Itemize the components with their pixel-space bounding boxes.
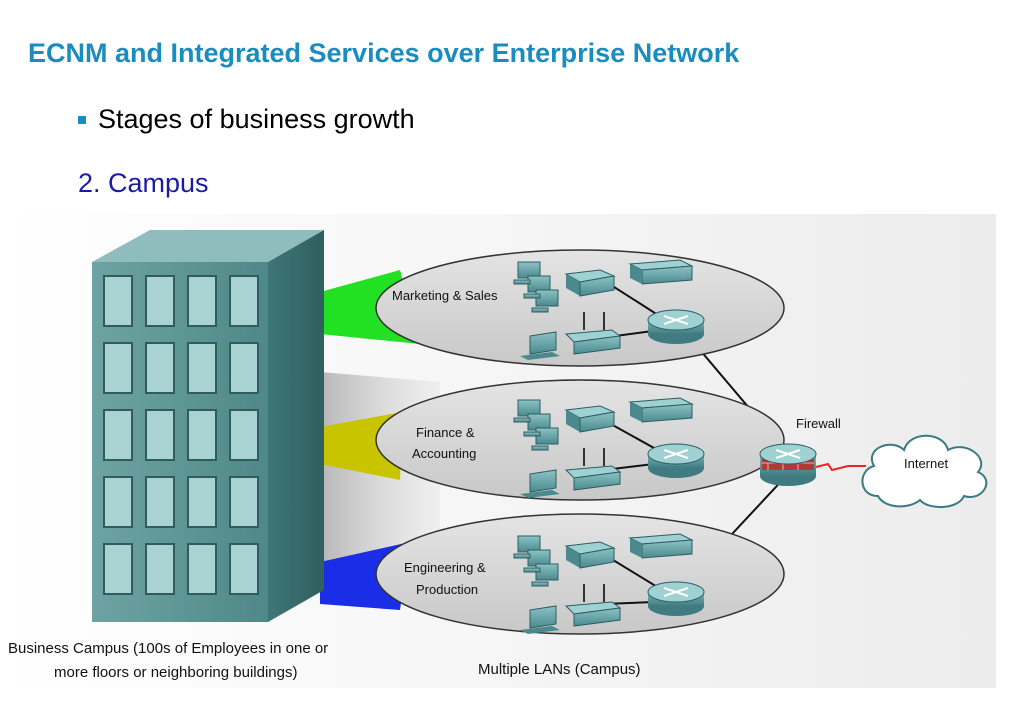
server-icon [628, 397, 694, 423]
bullet-text: Stages of business growth [98, 104, 415, 134]
wireless-ap-icon [564, 312, 622, 355]
square-bullet-icon [78, 115, 86, 124]
lan-label-line-2: Production [416, 582, 478, 597]
lan-label-line-2: Accounting [412, 446, 476, 461]
laptop-icon [520, 605, 560, 634]
bullet-item: Stages of business growth [78, 104, 415, 135]
laptop-icon [520, 469, 560, 498]
router-icon [647, 309, 705, 344]
server-icon [628, 533, 694, 559]
router-icon [647, 581, 705, 616]
switch-icon [564, 541, 616, 569]
switch-icon [564, 405, 616, 433]
building-caption-line-1: Business Campus (100s of Employees in on… [8, 640, 328, 657]
wireless-ap-icon [564, 584, 622, 627]
internet-cloud-icon [861, 434, 988, 508]
internet-label: Internet [904, 456, 948, 471]
lan-label: Marketing & Sales [392, 288, 498, 303]
firewall-label: Firewall [796, 416, 841, 431]
wireless-ap-icon [564, 448, 622, 491]
lan-label-line-1: Engineering & [404, 560, 486, 575]
pc-stack-icon [513, 535, 559, 587]
pc-stack-icon [513, 399, 559, 451]
campus-network-diagram: Marketing & Sales [0, 214, 996, 688]
slide-title: ECNM and Integrated Services over Enterp… [28, 38, 740, 68]
laptop-icon [520, 331, 560, 360]
lan-finance-accounting: Finance & Accounting [375, 379, 785, 501]
lan-engineering-production: Engineering & Production [375, 513, 785, 635]
building-caption-line-2: more floors or neighboring buildings) [54, 664, 297, 681]
router-icon [647, 443, 705, 478]
stage-heading: 2. Campus [78, 168, 209, 198]
lan-marketing-sales: Marketing & Sales [375, 249, 785, 367]
internet-link [811, 462, 866, 472]
firewall-icon [759, 443, 817, 486]
switch-icon [564, 269, 616, 297]
pc-stack-icon [513, 261, 559, 313]
lans-caption: Multiple LANs (Campus) [478, 661, 641, 678]
office-building [92, 230, 324, 622]
lan-label-line-1: Finance & [416, 425, 475, 440]
server-icon [628, 259, 694, 285]
